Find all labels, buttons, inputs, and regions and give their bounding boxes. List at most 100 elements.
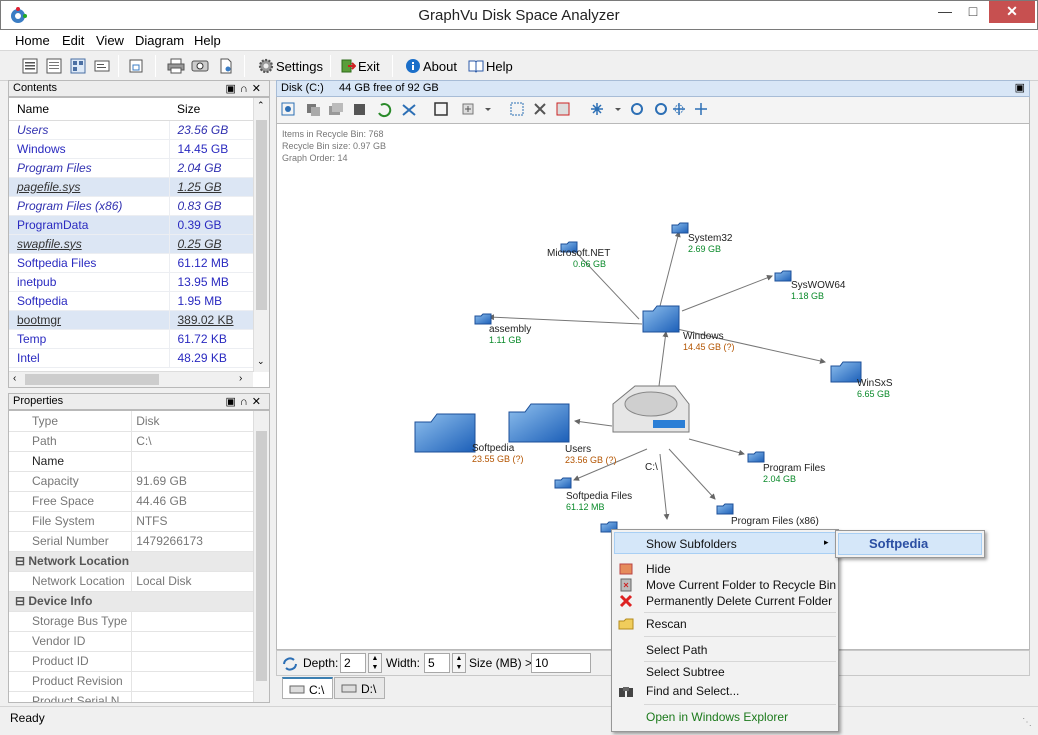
tab-drive-c[interactable]: C:\ bbox=[282, 677, 334, 699]
depth-input[interactable]: 2 bbox=[340, 653, 366, 673]
view-list-button[interactable] bbox=[92, 55, 112, 77]
scroll-thumb[interactable] bbox=[256, 431, 267, 681]
print-preview-button[interactable] bbox=[190, 55, 210, 77]
node-label[interactable]: assembly bbox=[489, 324, 532, 335]
collapse-icon[interactable]: ⊟ bbox=[15, 554, 29, 568]
view-large-icon-button[interactable] bbox=[20, 55, 40, 77]
about-button[interactable]: About bbox=[403, 55, 457, 77]
menu-permanently-delete[interactable]: Permanently Delete Current Folder bbox=[646, 594, 833, 608]
view-tiles-button[interactable] bbox=[68, 55, 88, 77]
resize-grip-icon[interactable]: ⋱ bbox=[1022, 717, 1032, 728]
menu-hide[interactable]: Hide bbox=[646, 562, 671, 576]
menu-view[interactable]: View bbox=[96, 33, 124, 48]
node-label[interactable]: WinSxS bbox=[857, 378, 893, 389]
property-row[interactable]: Name bbox=[9, 451, 253, 472]
node-label[interactable]: Program Files bbox=[763, 463, 826, 474]
scroll-down-icon[interactable]: ⌄ bbox=[257, 356, 265, 366]
node-label[interactable]: System32 bbox=[688, 233, 733, 244]
hscroll-thumb[interactable] bbox=[25, 374, 159, 385]
menu-home[interactable]: Home bbox=[15, 33, 50, 48]
node-label[interactable]: Windows bbox=[683, 331, 724, 342]
column-size[interactable]: Size bbox=[169, 98, 259, 121]
column-name[interactable]: Name bbox=[9, 98, 169, 121]
tab-drive-d[interactable]: D:\ bbox=[334, 677, 386, 699]
refresh-graph-icon[interactable] bbox=[281, 655, 299, 673]
node-label[interactable]: SysWOW64 bbox=[791, 280, 846, 291]
menu-rescan[interactable]: Rescan bbox=[646, 617, 687, 631]
panel-controls[interactable]: ▣∩✕ bbox=[225, 396, 265, 408]
property-row[interactable]: Product ID bbox=[9, 651, 253, 672]
settings-button[interactable]: Settings bbox=[256, 55, 323, 77]
menu-move-to-recycle-bin[interactable]: Move Current Folder to Recycle Bin bbox=[646, 578, 837, 592]
property-row[interactable]: Product Serial N bbox=[9, 691, 253, 702]
restore-icon[interactable]: ▣ bbox=[1014, 82, 1025, 94]
properties-vertical-scrollbar[interactable] bbox=[253, 411, 269, 702]
collapse-icon[interactable]: ⊟ bbox=[15, 594, 29, 608]
menu-diagram[interactable]: Diagram bbox=[135, 33, 185, 48]
width-input[interactable]: 5 bbox=[424, 653, 450, 673]
node-label[interactable]: Program Files (x86) bbox=[731, 516, 819, 527]
root-drive-label[interactable]: C:\ bbox=[645, 462, 658, 473]
help-button[interactable]: Help bbox=[466, 55, 513, 77]
depth-spinner[interactable]: ▲▼ bbox=[368, 653, 382, 673]
size-input[interactable]: 10 bbox=[531, 653, 591, 673]
graph-svg bbox=[414, 222, 862, 533]
node-label[interactable]: Users bbox=[565, 444, 592, 455]
menu-open-in-explorer[interactable]: Open in Windows Explorer bbox=[646, 710, 789, 724]
scroll-left-icon[interactable]: ‹ bbox=[13, 373, 17, 384]
print-button[interactable] bbox=[166, 55, 186, 77]
submenu-item-softpedia[interactable]: Softpedia bbox=[869, 536, 929, 551]
menu-find-and-select[interactable]: Find and Select... bbox=[646, 684, 740, 698]
exit-button[interactable]: Exit bbox=[338, 55, 380, 77]
menu-show-subfolders[interactable]: Show Subfolders bbox=[646, 537, 737, 551]
property-row[interactable]: Storage Bus Type bbox=[9, 611, 253, 632]
category-network[interactable]: ⊟ Network Location bbox=[9, 551, 253, 572]
scroll-up-icon[interactable]: ⌃ bbox=[257, 100, 265, 110]
node-label[interactable]: Microsoft.NET bbox=[547, 248, 611, 259]
panel-controls[interactable]: ▣∩✕ bbox=[225, 83, 265, 95]
diagram-tools[interactable] bbox=[277, 97, 737, 123]
maximize-button[interactable]: □ bbox=[968, 3, 978, 19]
category-device[interactable]: ⊟ Device Info bbox=[9, 591, 253, 612]
menu-select-subtree[interactable]: Select Subtree bbox=[646, 665, 725, 679]
contents-horizontal-scrollbar[interactable]: ‹ › bbox=[9, 371, 253, 387]
node-label[interactable]: Softpedia Files bbox=[566, 491, 633, 502]
property-row[interactable]: Vendor ID bbox=[9, 631, 253, 652]
node-label[interactable]: Softpedia bbox=[472, 443, 515, 454]
table-row[interactable]: Program Files (x86)0.83 GB bbox=[9, 196, 259, 216]
category-label: Device Info bbox=[28, 594, 93, 608]
window-button[interactable] bbox=[126, 55, 146, 77]
folder-icon bbox=[554, 477, 572, 489]
menu-help[interactable]: Help bbox=[194, 33, 221, 48]
scroll-right-icon[interactable]: › bbox=[239, 373, 243, 384]
minimize-button[interactable]: — bbox=[938, 3, 952, 19]
view-details-button[interactable] bbox=[44, 55, 64, 77]
property-row[interactable]: Product Revision bbox=[9, 671, 253, 692]
close-button[interactable]: ✕ bbox=[989, 1, 1035, 23]
menu-select-path[interactable]: Select Path bbox=[646, 643, 708, 657]
scroll-thumb[interactable] bbox=[256, 120, 267, 310]
page-setup-button[interactable] bbox=[216, 55, 236, 77]
contents-vertical-scrollbar[interactable]: ⌃ ⌄ bbox=[253, 98, 269, 372]
menu-edit[interactable]: Edit bbox=[62, 33, 85, 48]
width-spinner[interactable]: ▲▼ bbox=[452, 653, 466, 673]
